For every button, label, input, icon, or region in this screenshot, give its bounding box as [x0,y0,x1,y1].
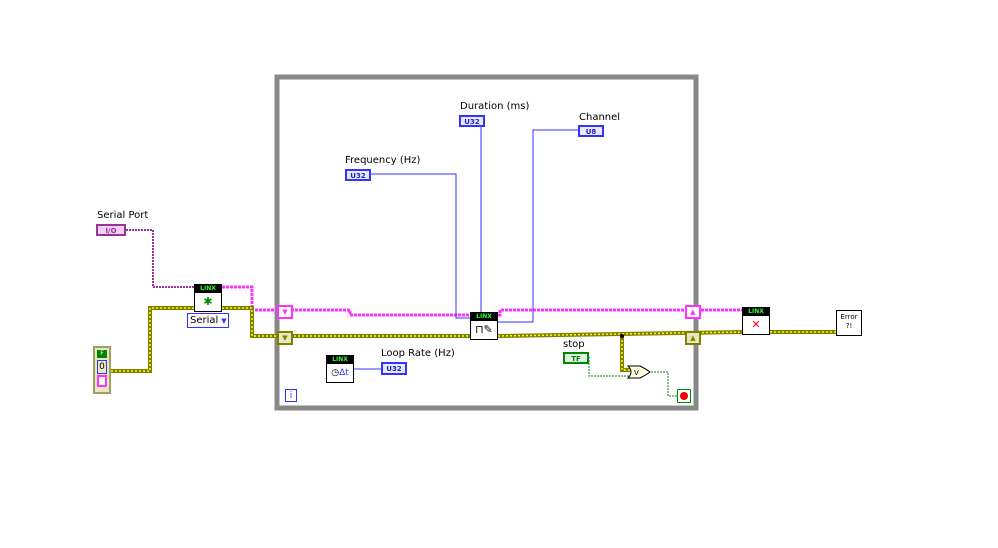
simple-error-handler[interactable]: Error ?! [836,310,862,336]
dropdown-arrow-icon: ▼ [221,317,227,325]
iteration-terminal: i [285,389,297,402]
close-icon: ✕ [751,318,761,331]
linx-initialize-node[interactable]: LINX ✱ [194,284,222,312]
error-source [97,375,107,387]
stop-control[interactable]: TF [563,352,589,364]
serial-option: Serial [190,315,219,326]
error-code: 0 [97,360,107,374]
loop-rate-indicator[interactable]: U32 [381,362,407,375]
clock-icon: ◷ [331,368,340,378]
duration-label: Duration (ms) [460,101,530,112]
error-cluster-constant[interactable]: F 0 [93,346,111,394]
linx-header: LINX [743,308,769,316]
loop-rate-label: Loop Rate (Hz) [381,348,455,359]
linx-header: LINX [471,313,497,321]
linx-loop-rate-node[interactable]: LINX ◷Δt [326,355,354,383]
serial-ring-selector[interactable]: Serial▼ [187,313,229,328]
serial-port-control[interactable]: I/O [96,224,126,236]
pwm-wave-icon: ⊓✎ [475,323,493,336]
or-gate [626,365,651,379]
frequency-label: Frequency (Hz) [345,155,421,166]
stop-label: stop [563,339,585,350]
shift-register-right-error[interactable]: ▲ [685,331,701,345]
error-status: F [97,350,107,358]
serial-port-label: Serial Port [97,210,149,221]
linx-pwm-node[interactable]: LINX ⊓✎ [470,312,498,340]
init-icon: ✱ [203,295,213,308]
delta-t-text: Δt [339,368,349,378]
frequency-control[interactable]: U32 [345,169,371,181]
linx-header: LINX [195,285,221,293]
channel-label: Channel [579,112,621,123]
loop-condition-terminal[interactable] [677,389,691,403]
or-symbol: V [634,369,639,377]
stop-icon [680,392,688,400]
linx-close-node[interactable]: LINX ✕ [742,307,770,335]
shift-register-right-refnum[interactable]: ▲ [685,305,701,319]
linx-header: LINX [327,356,353,364]
channel-control[interactable]: U8 [578,125,604,137]
duration-control[interactable]: U32 [459,115,485,127]
shift-register-left-error[interactable]: ▼ [277,331,293,345]
while-loop-frame [274,74,699,411]
shift-register-left-refnum[interactable]: ▼ [277,305,293,319]
